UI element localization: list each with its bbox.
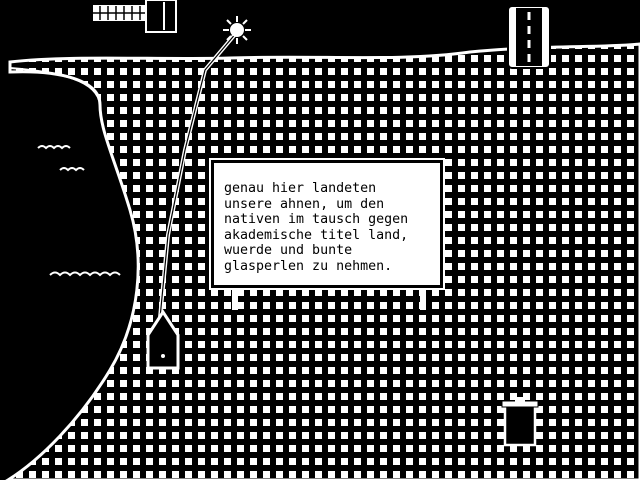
lamp-sun-icon (223, 16, 251, 44)
pier-building-hotspot[interactable] (90, 0, 178, 34)
road-hotspot[interactable] (506, 4, 552, 70)
water-waves (37, 145, 121, 277)
coastline (7, 67, 140, 480)
trash-bin-hotspot[interactable] (500, 395, 540, 447)
rowboat-icon (146, 309, 180, 370)
building-on-pier-icon (91, 0, 177, 33)
road-icon (507, 5, 551, 69)
sign-text: genau hier landeten unsere ahnen, um den… (224, 181, 409, 274)
sign-posts (232, 288, 426, 310)
info-signboard[interactable]: genau hier landeten unsere ahnen, um den… (209, 158, 445, 290)
trash-bin-icon (501, 397, 539, 447)
lamp-hotspot[interactable] (221, 14, 253, 46)
boat-hotspot[interactable] (146, 310, 180, 370)
